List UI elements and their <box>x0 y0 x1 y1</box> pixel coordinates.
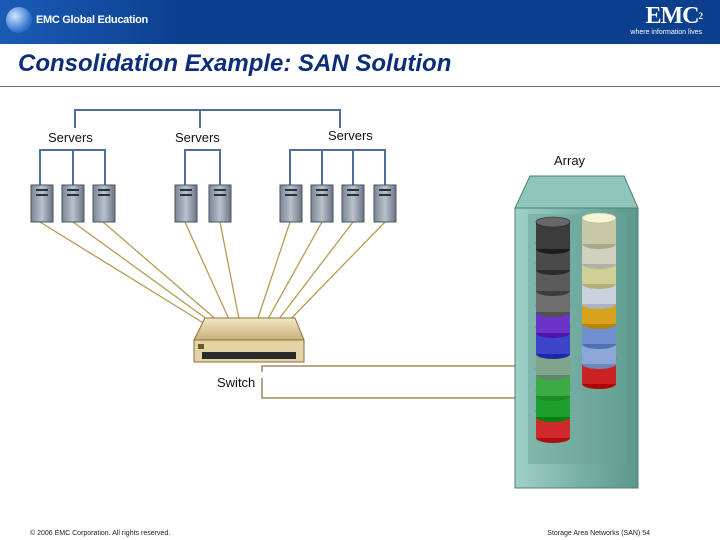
server <box>373 184 397 223</box>
array-label: Array <box>554 153 586 168</box>
server <box>279 184 303 223</box>
array-cables <box>261 365 540 399</box>
servers-label-1: Servers <box>48 130 93 145</box>
servers-label-2: Servers <box>175 130 220 145</box>
disk-platter <box>581 212 617 249</box>
switch-label: Switch <box>217 375 256 390</box>
fibre-channel-switch <box>193 317 305 363</box>
title-divider <box>0 86 720 87</box>
tree-group-3 <box>289 149 386 185</box>
page-footer: Storage Area Networks (SAN) 54 <box>547 530 650 537</box>
server-group-3 <box>279 184 397 223</box>
disk-stack-right <box>581 212 617 389</box>
server <box>174 184 198 223</box>
servers-label-3: Servers <box>328 128 373 143</box>
emc-global-education-logo: EMC Global Education <box>6 6 148 34</box>
server-group-1 <box>30 184 116 223</box>
server <box>208 184 232 223</box>
copyright-footer: © 2006 EMC Corporation. All rights reser… <box>30 530 171 537</box>
server <box>92 184 116 223</box>
header-bar: EMC Global Education EMC2 where informat… <box>0 0 720 44</box>
storage-array-cabinet <box>514 175 639 489</box>
emc-mark: EMC <box>645 3 700 29</box>
emc-logo: EMC2 where information lives <box>630 4 702 37</box>
server <box>310 184 334 223</box>
disk-platter <box>535 216 571 254</box>
edu-logo-text: EMC Global Education <box>36 14 148 26</box>
disk-stack-left <box>535 216 571 443</box>
emc-sup: 2 <box>698 11 703 21</box>
server <box>61 184 85 223</box>
server <box>341 184 365 223</box>
tree-group-2 <box>184 149 221 185</box>
slide-title: Consolidation Example: SAN Solution <box>18 50 452 77</box>
server-group-2 <box>174 184 232 223</box>
server-cables <box>39 221 386 333</box>
server <box>30 184 54 223</box>
server-tree <box>39 109 386 185</box>
emc-tagline: where information lives <box>630 29 702 36</box>
tree-top-line <box>74 109 341 128</box>
globe-icon <box>6 7 32 33</box>
